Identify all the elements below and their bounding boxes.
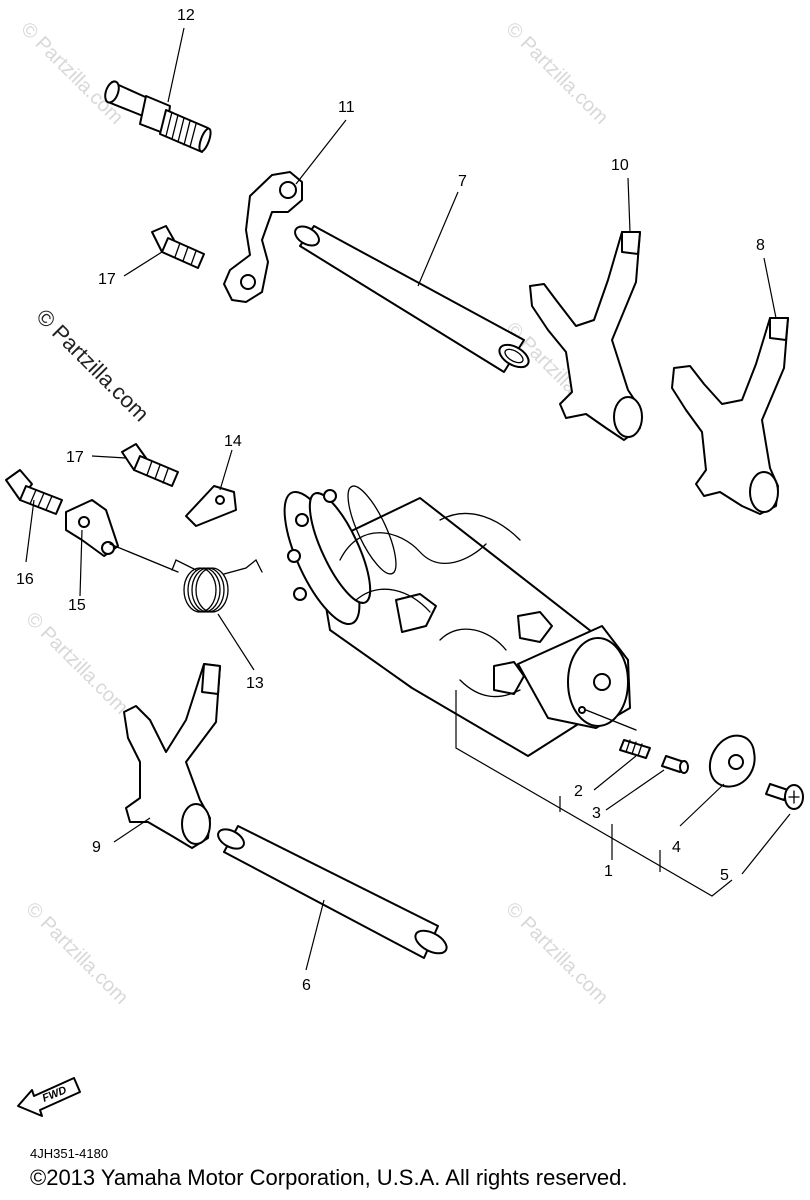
diagram-code: 4JH351-4180	[30, 1146, 109, 1161]
watermark: © Partzilla.com	[501, 898, 612, 1009]
callout-12: 12	[177, 7, 195, 24]
copyright-notice: ©2013 Yamaha Motor Corporation, U.S.A. A…	[30, 1165, 628, 1190]
part-10-shift-fork	[529, 231, 643, 441]
part-8-shift-fork	[671, 317, 789, 515]
callout-5: 5	[720, 867, 729, 884]
callout-4: 4	[672, 839, 681, 856]
part-5-screw	[765, 783, 804, 810]
callout-1: 1	[604, 863, 613, 880]
callout-8: 8	[756, 237, 765, 254]
part-9-shift-fork	[123, 663, 221, 849]
part-12-bolt	[104, 80, 212, 153]
part-13-spring	[171, 558, 263, 613]
callout-13: 13	[246, 675, 264, 692]
watermark-dark: © Partzilla.com	[31, 304, 154, 427]
part-7-shaft	[294, 225, 530, 373]
callout-14: 14	[224, 433, 242, 450]
callout-3: 3	[592, 805, 601, 822]
watermark: © Partzilla.com	[501, 18, 612, 129]
callout-2: 2	[574, 783, 583, 800]
part-17-bolt-upper	[151, 225, 205, 269]
callout-15: 15	[68, 597, 86, 614]
part-15-lever	[65, 499, 179, 573]
callout-7: 7	[458, 173, 467, 190]
watermark: © Partzilla.com	[21, 608, 132, 719]
callout-9: 9	[92, 839, 101, 856]
watermark: © Partzilla.com	[21, 898, 132, 1009]
watermark: © Partzilla.com	[16, 18, 127, 129]
callout-10: 10	[611, 157, 629, 174]
part-6-shaft	[217, 825, 448, 959]
callout-17-lower: 17	[66, 449, 84, 466]
callout-16: 16	[16, 571, 34, 588]
part-4-washer	[708, 734, 756, 788]
fwd-arrow-icon: FWD	[17, 1077, 81, 1117]
part-2-spring	[619, 739, 651, 759]
callout-17-upper: 17	[98, 271, 116, 288]
callout-6: 6	[302, 977, 311, 994]
leader-lines	[25, 27, 791, 971]
part-16-bolt	[5, 469, 63, 515]
callout-labels: 12 11 7 10 8 17 17 14 16 15 13 9 6 2 3 4…	[16, 7, 765, 994]
part-17-bolt-lower	[121, 443, 179, 487]
part-11-plate	[223, 171, 303, 303]
part-3-pin	[661, 755, 689, 774]
callout-11: 11	[338, 99, 355, 116]
part-14-plate	[185, 485, 237, 527]
shift-drum	[283, 485, 637, 757]
